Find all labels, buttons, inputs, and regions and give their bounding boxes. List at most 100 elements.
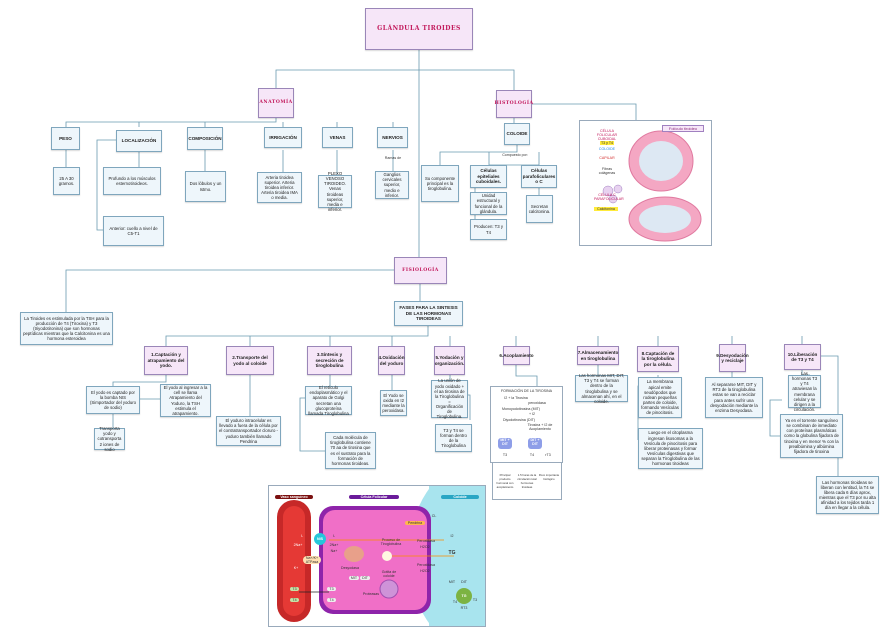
step-1: 1.Captación y atrapamiento del yodo. xyxy=(144,346,188,375)
fisiologia-intro: La Tiroides es estimulada por la TSH par… xyxy=(20,312,113,345)
histology-image: Folículo tiroideo CÉLULA FOLICULAR CUBOI… xyxy=(579,120,712,246)
t3: T3 xyxy=(327,587,336,591)
histology-title: Folículo tiroideo xyxy=(662,125,704,132)
node-parafoliculares: Células parafoliculares o C xyxy=(521,165,557,188)
result: Poco importante biológico xyxy=(538,473,560,481)
label-vaso: Vaso sanguíneo xyxy=(275,495,313,499)
node-histologia: HISTOLOGÍA xyxy=(494,90,533,118)
t4-blood: T4 xyxy=(290,598,299,602)
proteasas: Proteasas xyxy=(362,592,380,596)
epiteliales-detail: Unidad estructural y funcional de la glá… xyxy=(470,192,507,215)
ion: I- xyxy=(332,534,336,538)
node-localizacion: LOCALIZACIÓN xyxy=(116,130,162,152)
peroxidasa: Peroxidasa xyxy=(417,539,435,543)
node-nervios: NERVIOS xyxy=(377,127,408,148)
label: COLOIDE xyxy=(598,147,616,151)
label: CÉLULA C PARAFOLICULAR xyxy=(594,193,624,201)
ion: Na+ xyxy=(330,549,338,553)
diagram-step: peroxidasa xyxy=(528,401,546,405)
step-1-detail-b: El yodo al ingresar a la cell se llama A… xyxy=(160,384,211,417)
coloide-detail: Su componente principal es la tiroglobul… xyxy=(421,165,459,202)
tg-complex: TG xyxy=(461,594,467,598)
step-3: 3.Síntesis y secreción de tiroglobulina xyxy=(307,346,352,375)
node-coloide: COLOIDE xyxy=(504,123,530,145)
acoplamiento-diagram: FORMACIÓN DE LA TIROSINA I2 + la Tirosin… xyxy=(490,386,563,463)
peroxidasa: Peroxidasa xyxy=(417,563,435,567)
connector-label: Compuesto por: xyxy=(502,153,528,157)
step-10-detail-b: Ya en el torrente sanguíneo se combinan … xyxy=(780,414,843,458)
label-celula: Célula Folicular xyxy=(349,495,399,499)
ion: 2Na+ xyxy=(293,543,303,547)
page-title: GLÁNDULA TIROIDES xyxy=(365,8,473,50)
label: Fibras colágenas xyxy=(598,167,616,175)
epiteliales-detail-2: Producen: T3 y T4 xyxy=(470,219,507,240)
diagram-step: I2 + la Tirosina xyxy=(504,396,528,400)
synthesis-illustration: Vaso sanguíneo Célula Folicular Coloide … xyxy=(268,485,486,627)
step-3-detail-a: El retículo endoplasmático y el aparato … xyxy=(305,385,352,416)
step-4: 4.Oxidación del yoduro xyxy=(378,346,405,375)
parafoliculares-detail: Secretan calcitonina. xyxy=(526,195,553,223)
result: Principal producto hormonal con acoplami… xyxy=(496,473,514,489)
ion: Cl- xyxy=(431,514,437,518)
composicion-detail: Dos lóbulos y un Istmo. xyxy=(185,171,226,202)
dit: DIT xyxy=(360,576,370,580)
step-1-detail-c: Transporta yodo y cotransporta 2 iones d… xyxy=(94,426,125,452)
proceso-tiroglobulina: Proceso de Tiroglobulina xyxy=(380,538,402,546)
mit: MIT xyxy=(448,580,456,584)
step-1-detail-a: El yodo es captado por la bomba NIS (Sim… xyxy=(86,386,140,414)
gotita-coloide: Gotita de coloide xyxy=(381,570,397,578)
h2o2: H2O2 xyxy=(420,569,430,573)
ion: I- xyxy=(300,534,304,538)
step-5: 5.Yodación y organización. xyxy=(434,346,465,375)
step-8-detail-b: Luego en el citoplasma ingresan lisosoma… xyxy=(638,428,703,469)
venas-detail: PLEXO VENOSO TIROIDEO. Venas tiroideas s… xyxy=(318,171,352,212)
label-coloide: Coloide xyxy=(441,495,479,499)
diagram-step: Diyodotirosina (DIT) xyxy=(503,418,535,422)
node-fases: FASES PARA LA SINTESIS DE LAS HORMONAS T… xyxy=(394,301,463,326)
t3-blood: T3 xyxy=(290,587,299,591)
label: Calcitonina xyxy=(594,207,618,211)
nervios-detail: Ganglios cervicales superior, medio e in… xyxy=(375,171,409,199)
rt3: RT3 xyxy=(460,606,468,610)
diagram-step: + I2 xyxy=(528,412,536,416)
node-composicion: COMPOSICIÓN xyxy=(187,127,223,150)
node-fisiologia: FISIOLOGÍA xyxy=(394,257,447,284)
node-venas: VENAS xyxy=(322,127,353,148)
diagram-step: Monoyodotirosina (MIT) xyxy=(502,407,540,411)
output-rt3: rT3 xyxy=(545,453,551,457)
step-4-detail: El Yodo se oxida en I2 mediante la perox… xyxy=(380,390,407,416)
nis: NIS xyxy=(317,537,323,541)
ion: 2Na+ xyxy=(329,543,339,547)
step-7-detail: Las hormonas MIT, DIT, T3 y T4 se forman… xyxy=(575,373,628,404)
t4: T4 xyxy=(452,600,458,604)
localizacion-detail-2: Anterior: cuello a nivel de C5-T1 xyxy=(103,216,164,246)
diagram-title: FORMACIÓN DE LA TIROSINA xyxy=(500,389,553,393)
step-9: 9.Desyodación y reciclaje xyxy=(716,344,749,372)
pendrina: Pendrina xyxy=(405,521,425,525)
acoplamiento-results: Principal producto hormonal con acoplami… xyxy=(492,462,562,500)
step-5-detail-a: La unión de yodo oxidado + el aa tirosin… xyxy=(431,378,468,419)
i2: I2 xyxy=(450,534,454,538)
localizacion-detail: Profundo a los músculos esternotiroideos… xyxy=(103,167,161,195)
na-k-atpasa: Na+/K+ ATPasa xyxy=(303,556,321,564)
connector-label: Ramas de xyxy=(384,156,402,160)
step-8-detail-a: La membrana apical emite seudópodos que … xyxy=(638,377,682,418)
peso-detail: 25 A 30 gramos. xyxy=(53,167,80,195)
step-3-detail-b: Cada molécula de tiroglobulina contiene … xyxy=(325,432,376,469)
step-2: 2.Transporte del yodo al coloide xyxy=(226,346,274,375)
node-dit-dit: DIT + DIT xyxy=(528,438,542,449)
label: CAPILAR xyxy=(599,156,615,160)
step-10-detail-c: Las hormonas tiroideas se liberan con le… xyxy=(816,476,879,514)
label: CÉLULA FOLICULAR CUBOIDAL xyxy=(596,129,618,141)
dit: DIT xyxy=(461,580,467,584)
result: 1.5 horas de la circulación total hormon… xyxy=(517,473,537,489)
label: T3 y T4 xyxy=(600,141,614,145)
node-epiteliales: Células epiteliales cuboidales. xyxy=(470,165,507,188)
desyodasa: Desyodasa xyxy=(341,566,359,570)
mit: MIT xyxy=(349,576,359,580)
step-10: 10.Liberación de T3 y T4 xyxy=(784,344,821,370)
ion: K+ xyxy=(293,566,299,570)
t3: T3 xyxy=(472,598,478,602)
step-8: 8.Captación de la tiroglobulina por la c… xyxy=(637,346,679,372)
